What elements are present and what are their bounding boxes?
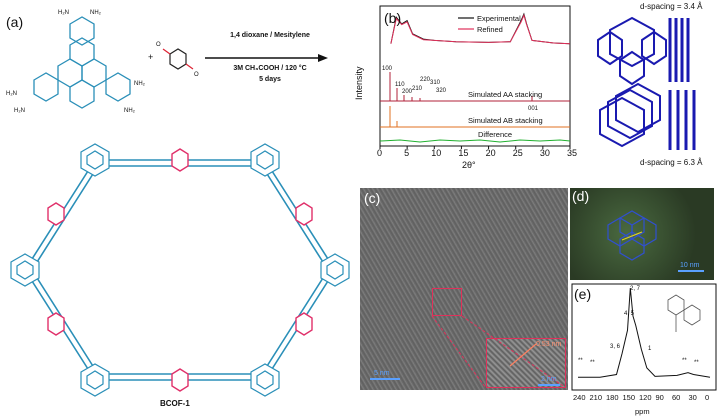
nmr-xtick: 120 xyxy=(639,393,652,402)
hrtem-inset xyxy=(486,338,566,388)
svg-text:100: 100 xyxy=(382,66,393,72)
aa-label: Simulated AA stacking xyxy=(468,90,542,99)
panel-label-a: (a) xyxy=(6,14,24,30)
nmr-xtick: 150 xyxy=(623,393,636,402)
pxrd-xlabel: 2θ° xyxy=(462,160,476,170)
svg-text:**: ** xyxy=(578,358,583,364)
stacking-structures xyxy=(597,16,696,150)
pxrd-xtick: 10 xyxy=(431,148,441,158)
overlay-image: 10 nm xyxy=(570,188,714,280)
nmr-xtick: 210 xyxy=(590,393,603,402)
pxrd-xtick: 35 xyxy=(567,148,577,158)
svg-text:4, 5: 4, 5 xyxy=(624,311,635,317)
bottom-d-spacing: d-spacing = 6.3 Å xyxy=(640,158,703,167)
svg-text:210: 210 xyxy=(412,86,423,92)
svg-text:310: 310 xyxy=(430,80,441,86)
hrtem-roi-box xyxy=(432,288,462,316)
legend-refined: Refined xyxy=(477,25,503,34)
panel-label-b: (b) xyxy=(384,10,402,26)
pxrd-xtick: 25 xyxy=(513,148,523,158)
svg-text:O: O xyxy=(156,42,161,48)
nmr-xtick: 0 xyxy=(705,393,709,402)
overlay-structure xyxy=(607,210,657,261)
bcof-label: BCOF-1 xyxy=(160,399,190,408)
condition-solvent: 1,4 dioxane / Mesitylene xyxy=(230,32,310,39)
nmr-xtick: 90 xyxy=(656,393,664,402)
peak-labels: 100 110 200 210 220 310 320 001 xyxy=(382,66,539,112)
svg-text:1: 1 xyxy=(648,346,652,352)
overlay-scale: 10 nm xyxy=(680,262,700,269)
nmr-structure-inset xyxy=(667,294,701,332)
hrtem-image: 0.53 nm 5 nm 2 nm xyxy=(360,188,568,390)
scheme-a-svg: H₂N NH₂ H₂N NH₂ H₂N NH₂ + O O BCOF-1 xyxy=(6,10,350,408)
ab-top-view xyxy=(599,82,661,148)
nmr-xtick: 60 xyxy=(672,393,680,402)
ab-side-view xyxy=(668,90,696,150)
condition-acid: 3M CH₃COOH / 120 °C xyxy=(233,65,307,72)
aa-peaks xyxy=(389,72,533,101)
svg-text:320: 320 xyxy=(436,88,447,94)
svg-text:O: O xyxy=(194,72,199,78)
svg-text:**: ** xyxy=(694,360,699,366)
nmr-series xyxy=(578,287,711,378)
aa-top-view xyxy=(597,16,667,86)
svg-text:200: 200 xyxy=(402,89,413,95)
amine-monomer xyxy=(33,16,131,109)
panel-label-c: (c) xyxy=(364,190,381,206)
dialdehyde-monomer xyxy=(162,48,194,70)
pxrd-chart: Intensity 2θ° 0 5 10 15 20 25 30 35 Experimenta… xyxy=(354,5,577,170)
nmr-xtick: 240 xyxy=(573,393,586,402)
top-d-spacing: d-spacing = 3.4 Å xyxy=(640,2,703,11)
svg-text:NH₂: NH₂ xyxy=(134,81,146,87)
svg-text:3, 6: 3, 6 xyxy=(610,344,621,350)
plus-sign: + xyxy=(148,52,153,62)
svg-text:220: 220 xyxy=(420,77,431,83)
svg-text:**: ** xyxy=(590,360,595,366)
hrtem-scale-label: 5 nm xyxy=(374,370,390,377)
svg-text:H₂N: H₂N xyxy=(58,10,69,16)
svg-text:2, 7: 2, 7 xyxy=(630,286,641,292)
aa-side-view xyxy=(668,18,690,82)
svg-text:110: 110 xyxy=(395,82,405,88)
reaction-conditions: 1,4 dioxane / Mesitylene 3M CH₃COOH / 12… xyxy=(210,32,330,83)
nmr-xlabel: ppm xyxy=(635,407,650,416)
svg-text:H₂N: H₂N xyxy=(14,108,25,114)
nmr-peak-labels: 2, 7 4, 5 3, 6 1 xyxy=(610,286,652,352)
nmr-xtick: 30 xyxy=(689,393,697,402)
ab-label: Simulated AB stacking xyxy=(468,116,543,125)
pxrd-xtick: 5 xyxy=(404,148,409,158)
pxrd-xtick: 0 xyxy=(377,148,382,158)
inset-scale-label: 2 nm xyxy=(541,376,557,383)
condition-time: 5 days xyxy=(259,76,281,83)
sideband-markers: ** ** ** ** xyxy=(578,358,699,366)
phenylene-linkers xyxy=(47,148,313,392)
svg-text:H₂N: H₂N xyxy=(6,91,17,97)
legend-experimental: Experimental xyxy=(477,14,521,23)
svg-text:NH₂: NH₂ xyxy=(124,108,136,114)
nmr-plot-frame xyxy=(571,283,717,391)
inset-measure: 0.53 nm xyxy=(536,341,562,348)
series-refined xyxy=(390,13,571,45)
pxrd-ylabel: Intensity xyxy=(354,66,364,100)
pxrd-xtick: 20 xyxy=(486,148,496,158)
svg-text:NH₂: NH₂ xyxy=(90,10,102,16)
hrtem-zoom-lines xyxy=(431,315,567,389)
pxrd-plot-frame xyxy=(379,5,571,147)
pxrd-xtick: 30 xyxy=(540,148,550,158)
framework-ring xyxy=(24,159,336,381)
nmr-xtick: 180 xyxy=(606,393,619,402)
panel-label-d: (d) xyxy=(572,188,590,204)
svg-text:001: 001 xyxy=(528,106,539,112)
panel-label-e: (e) xyxy=(574,286,592,302)
difference-label: Difference xyxy=(478,130,512,139)
pxrd-xtick: 15 xyxy=(458,148,468,158)
svg-text:**: ** xyxy=(682,358,687,364)
framework-nodes xyxy=(10,143,350,397)
